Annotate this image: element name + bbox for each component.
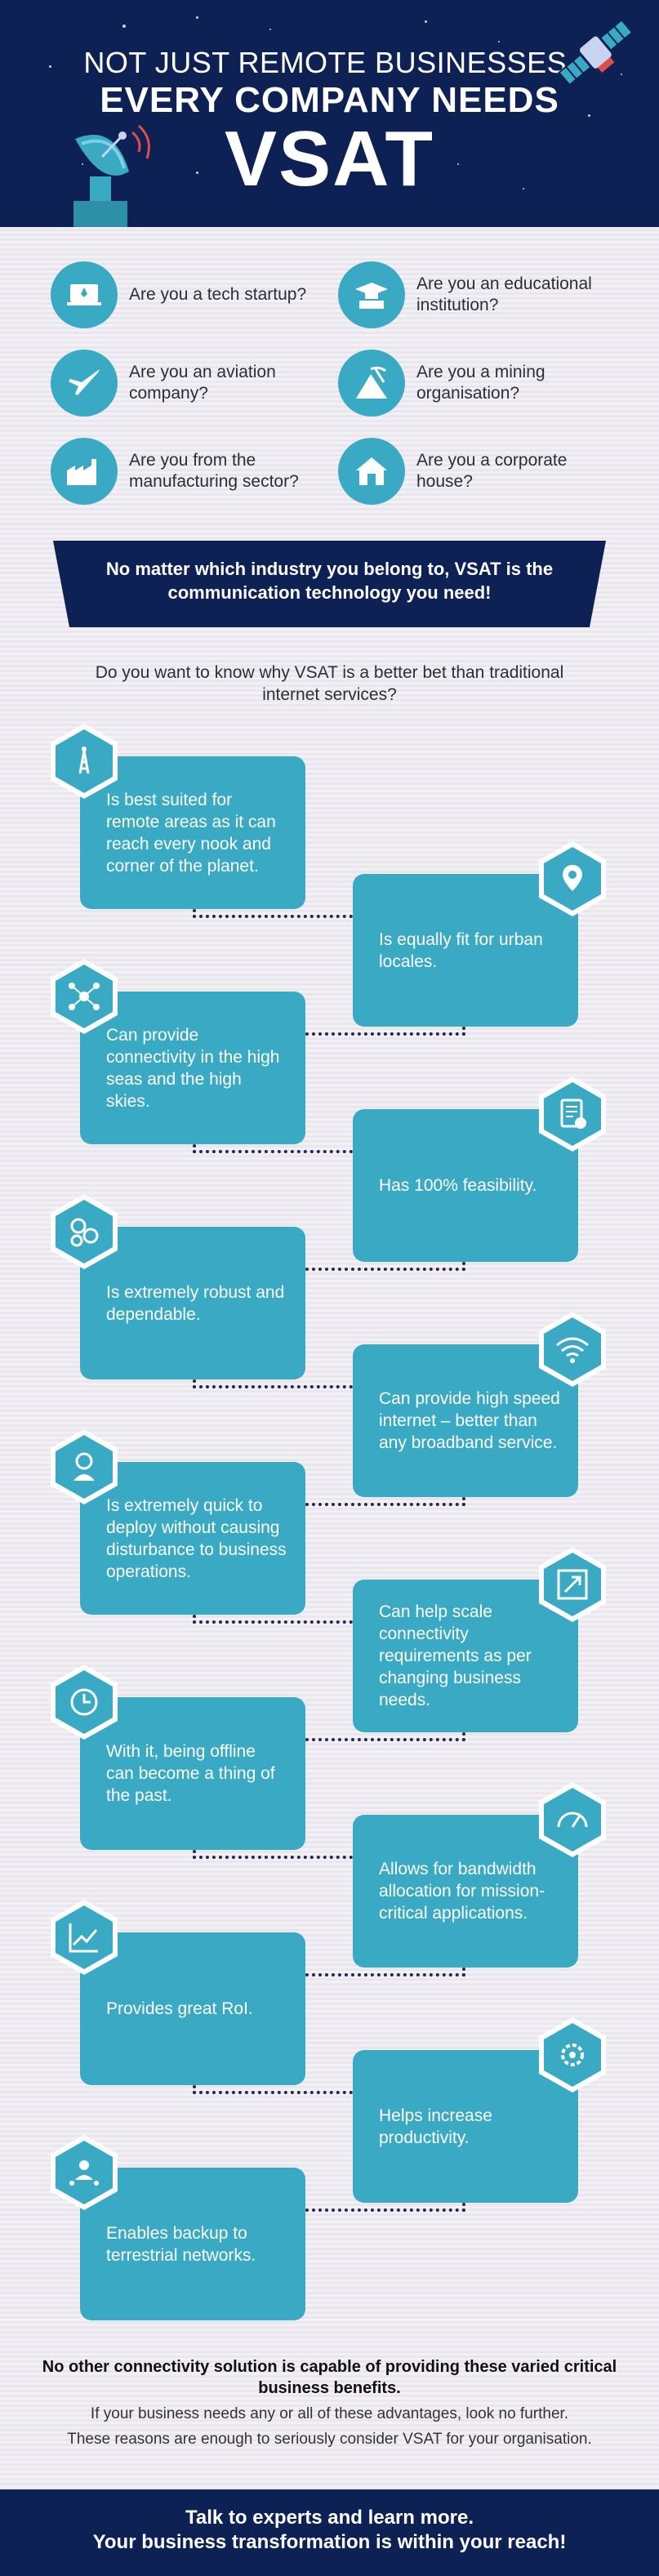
question-text: Are you an educational institution? <box>416 274 592 314</box>
benefit-text: Allows for bandwidth allocation for miss… <box>379 1860 545 1923</box>
intro-question: Do you want to know why VSAT is a better… <box>95 663 564 704</box>
network-nodes-icon <box>51 959 118 1034</box>
question-educational: Are you an educational institution? <box>338 261 616 328</box>
benefit-text: Provides great RoI. <box>106 1999 253 2018</box>
expand-arrow-icon <box>539 1547 606 1622</box>
satellite-icon <box>558 19 634 87</box>
wifi-icon <box>539 1312 606 1387</box>
closing-section: No other connectivity solution is capabl… <box>33 2356 626 2449</box>
closing-line-2: If your business needs any or all of the… <box>90 2405 569 2422</box>
header-line-1: NOT JUST REMOTE BUSINESSES, <box>83 46 576 79</box>
question-text: Are you a tech startup? <box>129 285 307 304</box>
dotted-connector <box>305 1968 465 1977</box>
dotted-connector <box>305 1262 465 1271</box>
question-mining: Are you a mining organisation? <box>338 350 616 417</box>
benefit-card: Is extremely quick to deploy without cau… <box>80 1462 305 1615</box>
gears-cluster-icon <box>51 1194 118 1269</box>
dotted-connector <box>193 1615 353 1624</box>
benefit-text: Is equally fit for urban locales. <box>379 929 543 971</box>
dotted-connector <box>193 1850 353 1859</box>
dotted-connector <box>305 1497 465 1506</box>
dotted-connector <box>193 909 353 918</box>
dotted-connector <box>193 2085 353 2094</box>
benefit-text: Is extremely robust and dependable. <box>106 1282 285 1324</box>
laptop-rocket-icon <box>51 261 118 328</box>
document-check-icon <box>539 1076 606 1152</box>
dotted-connector <box>305 1732 465 1741</box>
benefit-text: Is best suited for remote areas as it ca… <box>106 790 276 876</box>
people-network-icon <box>51 2135 118 2210</box>
mining-icon <box>338 350 405 417</box>
benefit-card: Has 100% feasibility. <box>353 1109 578 1262</box>
benefit-card: Is equally fit for urban locales. <box>353 874 578 1027</box>
benefit-card: With it, being offline can become a thin… <box>80 1697 305 1850</box>
question-tech-startup: Are you a tech startup? <box>51 261 328 328</box>
graduation-icon <box>338 261 405 328</box>
dotted-connector <box>193 1144 353 1153</box>
question-text: Are you from the manufacturing sector? <box>129 451 299 491</box>
antenna-tower-icon <box>51 724 118 799</box>
benefit-text: Is extremely quick to deploy without cau… <box>106 1495 287 1581</box>
benefit-card: Is best suited for remote areas as it ca… <box>80 756 305 909</box>
person-gear-icon <box>51 1429 118 1504</box>
closing-bold: No other connectivity solution is capabl… <box>42 2358 617 2397</box>
benefit-card: Can provide high speed internet – better… <box>353 1344 578 1497</box>
dotted-connector <box>305 1027 465 1036</box>
industry-banner: No matter which industry you belong to, … <box>53 541 606 627</box>
benefit-text: Enables backup to terrestrial networks. <box>106 2223 256 2265</box>
question-aviation: Are you an aviation company? <box>51 350 328 417</box>
footer-cta: Talk to experts and learn more. Your bus… <box>0 2489 659 2576</box>
benefit-card: Enables backup to terrestrial networks. <box>80 2168 305 2320</box>
question-manufacturing: Are you from the manufacturing sector? <box>51 438 328 505</box>
benefit-text: Helps increase productivity. <box>379 2106 492 2147</box>
house-icon <box>338 438 405 505</box>
dotted-connector <box>305 2203 465 2212</box>
question-corporate: Are you a corporate house? <box>338 438 616 505</box>
header-line-2: EVERY COMPANY NEEDS <box>100 80 559 120</box>
satellite-dish-icon <box>73 124 150 227</box>
question-text: Are you an aviation company? <box>129 363 276 403</box>
header-title-vsat: VSAT <box>225 115 434 203</box>
header-hero: NOT JUST REMOTE BUSINESSES, EVERY COMPAN… <box>0 0 659 227</box>
benefit-card: Provides great RoI. <box>80 1932 305 2085</box>
benefit-card: Helps increase productivity. <box>353 2050 578 2203</box>
question-text: Are you a mining organisation? <box>416 363 545 403</box>
footer-line-1: Talk to experts and learn more. <box>185 2507 474 2529</box>
banner-text: No matter which industry you belong to, … <box>105 559 554 603</box>
benefit-text: With it, being offline can become a thin… <box>106 1742 275 1805</box>
gear-speed-icon <box>539 2017 606 2092</box>
benefit-card: Is extremely robust and dependable. <box>80 1227 305 1379</box>
question-text: Are you a corporate house? <box>416 451 568 491</box>
clock-history-icon <box>51 1665 118 1740</box>
benefit-text: Can provide high speed internet – better… <box>379 1389 560 1452</box>
benefit-card: Allows for bandwidth allocation for miss… <box>353 1815 578 1968</box>
benefit-card: Can provide connectivity in the high sea… <box>80 992 305 1144</box>
closing-line-3: These reasons are enough to seriously co… <box>67 2431 592 2448</box>
trend-chart-icon <box>51 1900 118 1975</box>
dotted-connector <box>193 1379 353 1388</box>
benefit-card: Can help scale connectivity requirements… <box>353 1580 578 1732</box>
footer-line-2: Your business transformation is within y… <box>92 2531 567 2553</box>
benefit-text: Can provide connectivity in the high sea… <box>106 1025 280 1111</box>
benefit-text: Has 100% feasibility. <box>379 1176 537 1195</box>
factory-icon <box>51 438 118 505</box>
airplane-icon <box>51 350 118 417</box>
benefit-text: Can help scale connectivity requirements… <box>379 1602 532 1709</box>
speedometer-icon <box>539 1782 606 1857</box>
location-pin-icon <box>539 841 606 916</box>
